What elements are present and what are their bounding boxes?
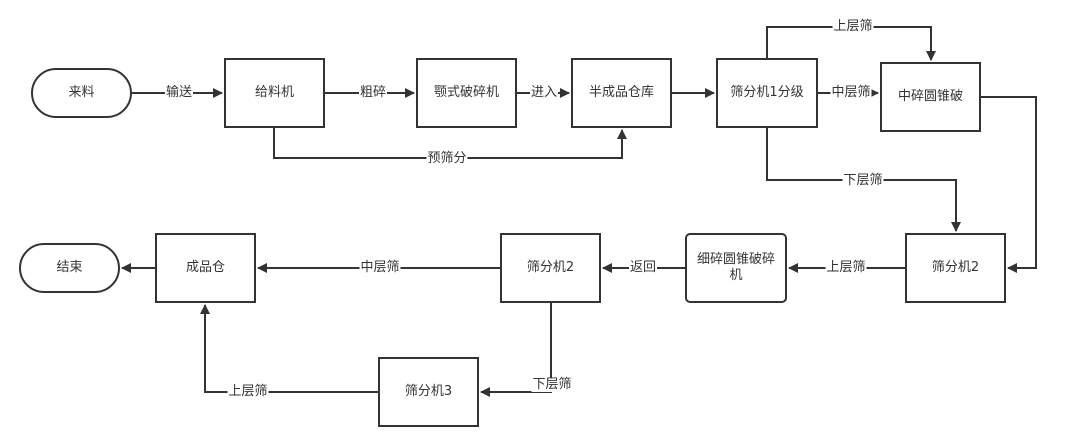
- edge-label-pre-screen: 预筛分: [426, 151, 468, 166]
- node-label: 筛分机2: [931, 260, 980, 275]
- edge-label-screen3-top: 上层筛: [227, 384, 269, 399]
- edge-label-enter: 进入: [529, 85, 559, 100]
- node-label: 颚式破碎机: [433, 85, 499, 100]
- edge-screen2m-to-screen3: [480, 303, 552, 397]
- node-screen2-right[interactable]: 筛分机2: [905, 233, 1006, 303]
- node-label: 来料: [68, 85, 95, 100]
- node-label: 细碎圆锥破碎机: [696, 252, 775, 283]
- node-label: 筛分机1分级: [730, 85, 804, 100]
- node-screen3[interactable]: 筛分机3: [378, 357, 479, 427]
- edge-label-screen2m-mid: 中层筛: [359, 260, 401, 275]
- node-label: 结束: [56, 260, 83, 275]
- node-label: 筛分机2: [526, 260, 575, 275]
- node-screen2-mid[interactable]: 筛分机2: [500, 233, 601, 303]
- node-fine-cone-crusher[interactable]: 细碎圆锥破碎机: [685, 233, 787, 303]
- edge-label-screen1-top: 上层筛: [832, 19, 874, 34]
- node-label: 筛分机3: [404, 384, 453, 399]
- node-label: 中碎圆锥破: [897, 89, 963, 104]
- node-screen1[interactable]: 筛分机1分级: [716, 58, 818, 128]
- edge-label-screen1-mid: 中层筛: [830, 85, 872, 100]
- edge-label-coarse-crush: 粗碎: [358, 85, 388, 100]
- edge-label-convey: 输送: [164, 85, 194, 100]
- node-end[interactable]: 结束: [19, 243, 120, 293]
- node-semi-finished-bin[interactable]: 半成品仓库: [571, 58, 672, 128]
- edge-screen3-to-product: [200, 304, 378, 393]
- node-label: 给料机: [254, 85, 294, 100]
- edge-label-return: 返回: [628, 260, 658, 275]
- node-label: 成品仓: [185, 260, 225, 275]
- node-label: 半成品仓库: [588, 85, 654, 100]
- edge-label-screen2r-top: 上层筛: [825, 260, 867, 275]
- node-jaw-crusher[interactable]: 颚式破碎机: [416, 58, 517, 128]
- edge-midcone-to-screen2r: [981, 96, 1037, 273]
- node-start[interactable]: 来料: [31, 68, 132, 118]
- edge-label-screen1-bottom: 下层筛: [842, 173, 884, 188]
- edge-label-screen2m-bottom: 下层筛: [531, 377, 573, 392]
- node-mid-cone-crusher[interactable]: 中碎圆锥破: [880, 62, 981, 132]
- node-feeder[interactable]: 给料机: [224, 58, 325, 128]
- node-product-bin[interactable]: 成品仓: [155, 233, 256, 303]
